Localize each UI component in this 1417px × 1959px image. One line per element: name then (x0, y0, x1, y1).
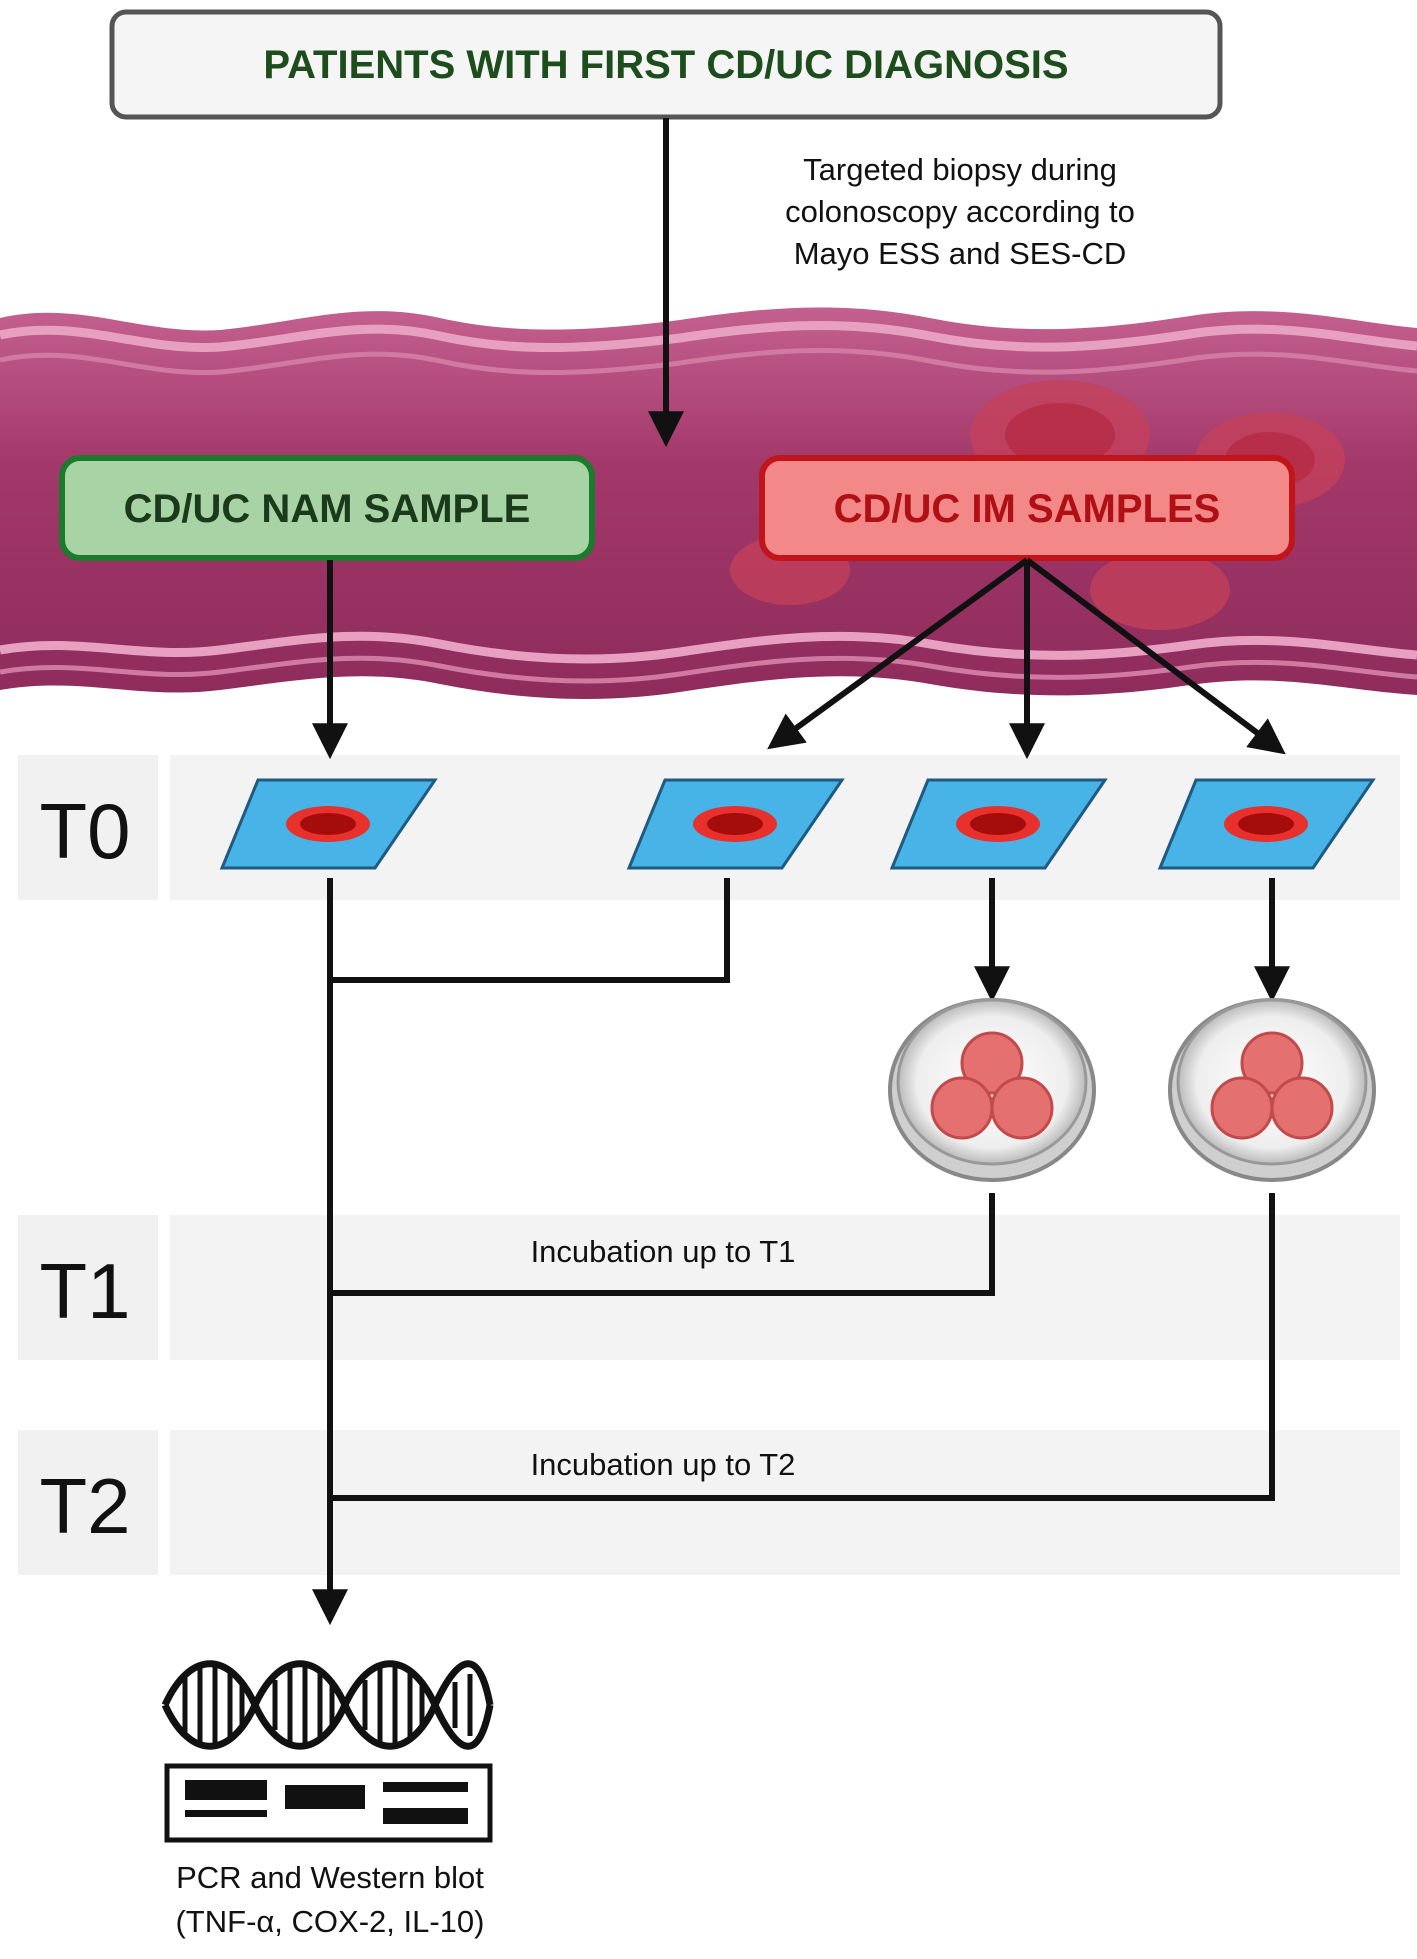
band-t0-label (18, 755, 158, 900)
analysis-line-2: (TNF-α, COX-2, IL-10) (175, 1904, 484, 1939)
sample-arrows (312, 557, 1286, 760)
band-t1-label (18, 1215, 158, 1360)
inflamed-lesion (1005, 403, 1115, 467)
biopsy-note-line-1: Targeted biopsy during (803, 152, 1117, 187)
nam-box: CD/UC NAM SAMPLE (59, 455, 595, 561)
im-arrow-3 (1025, 557, 1286, 755)
band-t1 (170, 1215, 1400, 1360)
band-t2 (170, 1430, 1400, 1575)
colon-illustration (0, 307, 1417, 699)
nam-box-label: CD/UC NAM SAMPLE (124, 487, 531, 531)
tissue-slide (219, 778, 438, 870)
dna-icon (161, 1660, 494, 1750)
tissue-slide (626, 778, 845, 870)
biopsy-note: Targeted biopsy during colonoscopy accor… (785, 152, 1135, 271)
band-t2-label (18, 1430, 158, 1575)
tissue-slide (889, 778, 1108, 870)
top-box: PATIENTS WITH FIRST CD/UC DIAGNOSIS (109, 9, 1223, 120)
connector-lines (312, 878, 1290, 1626)
inflamed-lesion (1090, 550, 1230, 630)
petri-dish (888, 998, 1096, 1182)
petri-dish (1168, 998, 1376, 1182)
timepoint-t1: T1 (39, 1247, 130, 1335)
biopsy-note-line-2: colonoscopy according to (785, 194, 1135, 229)
top-box-label: PATIENTS WITH FIRST CD/UC DIAGNOSIS (263, 43, 1068, 87)
timepoint-t0: T0 (39, 787, 130, 875)
im-box: CD/UC IM SAMPLES (759, 455, 1295, 561)
western-blot-icon (164, 1763, 493, 1843)
incubation-t1-label: Incubation up to T1 (531, 1234, 796, 1269)
analysis-line-1: PCR and Western blot (176, 1860, 484, 1895)
im-box-label: CD/UC IM SAMPLES (834, 487, 1221, 531)
biopsy-note-line-3: Mayo ESS and SES-CD (794, 236, 1127, 271)
incubation-t2-label: Incubation up to T2 (531, 1447, 796, 1482)
tissue-slide (1157, 778, 1376, 870)
timepoint-t2: T2 (39, 1462, 130, 1550)
im-arrow-1 (767, 557, 1029, 750)
